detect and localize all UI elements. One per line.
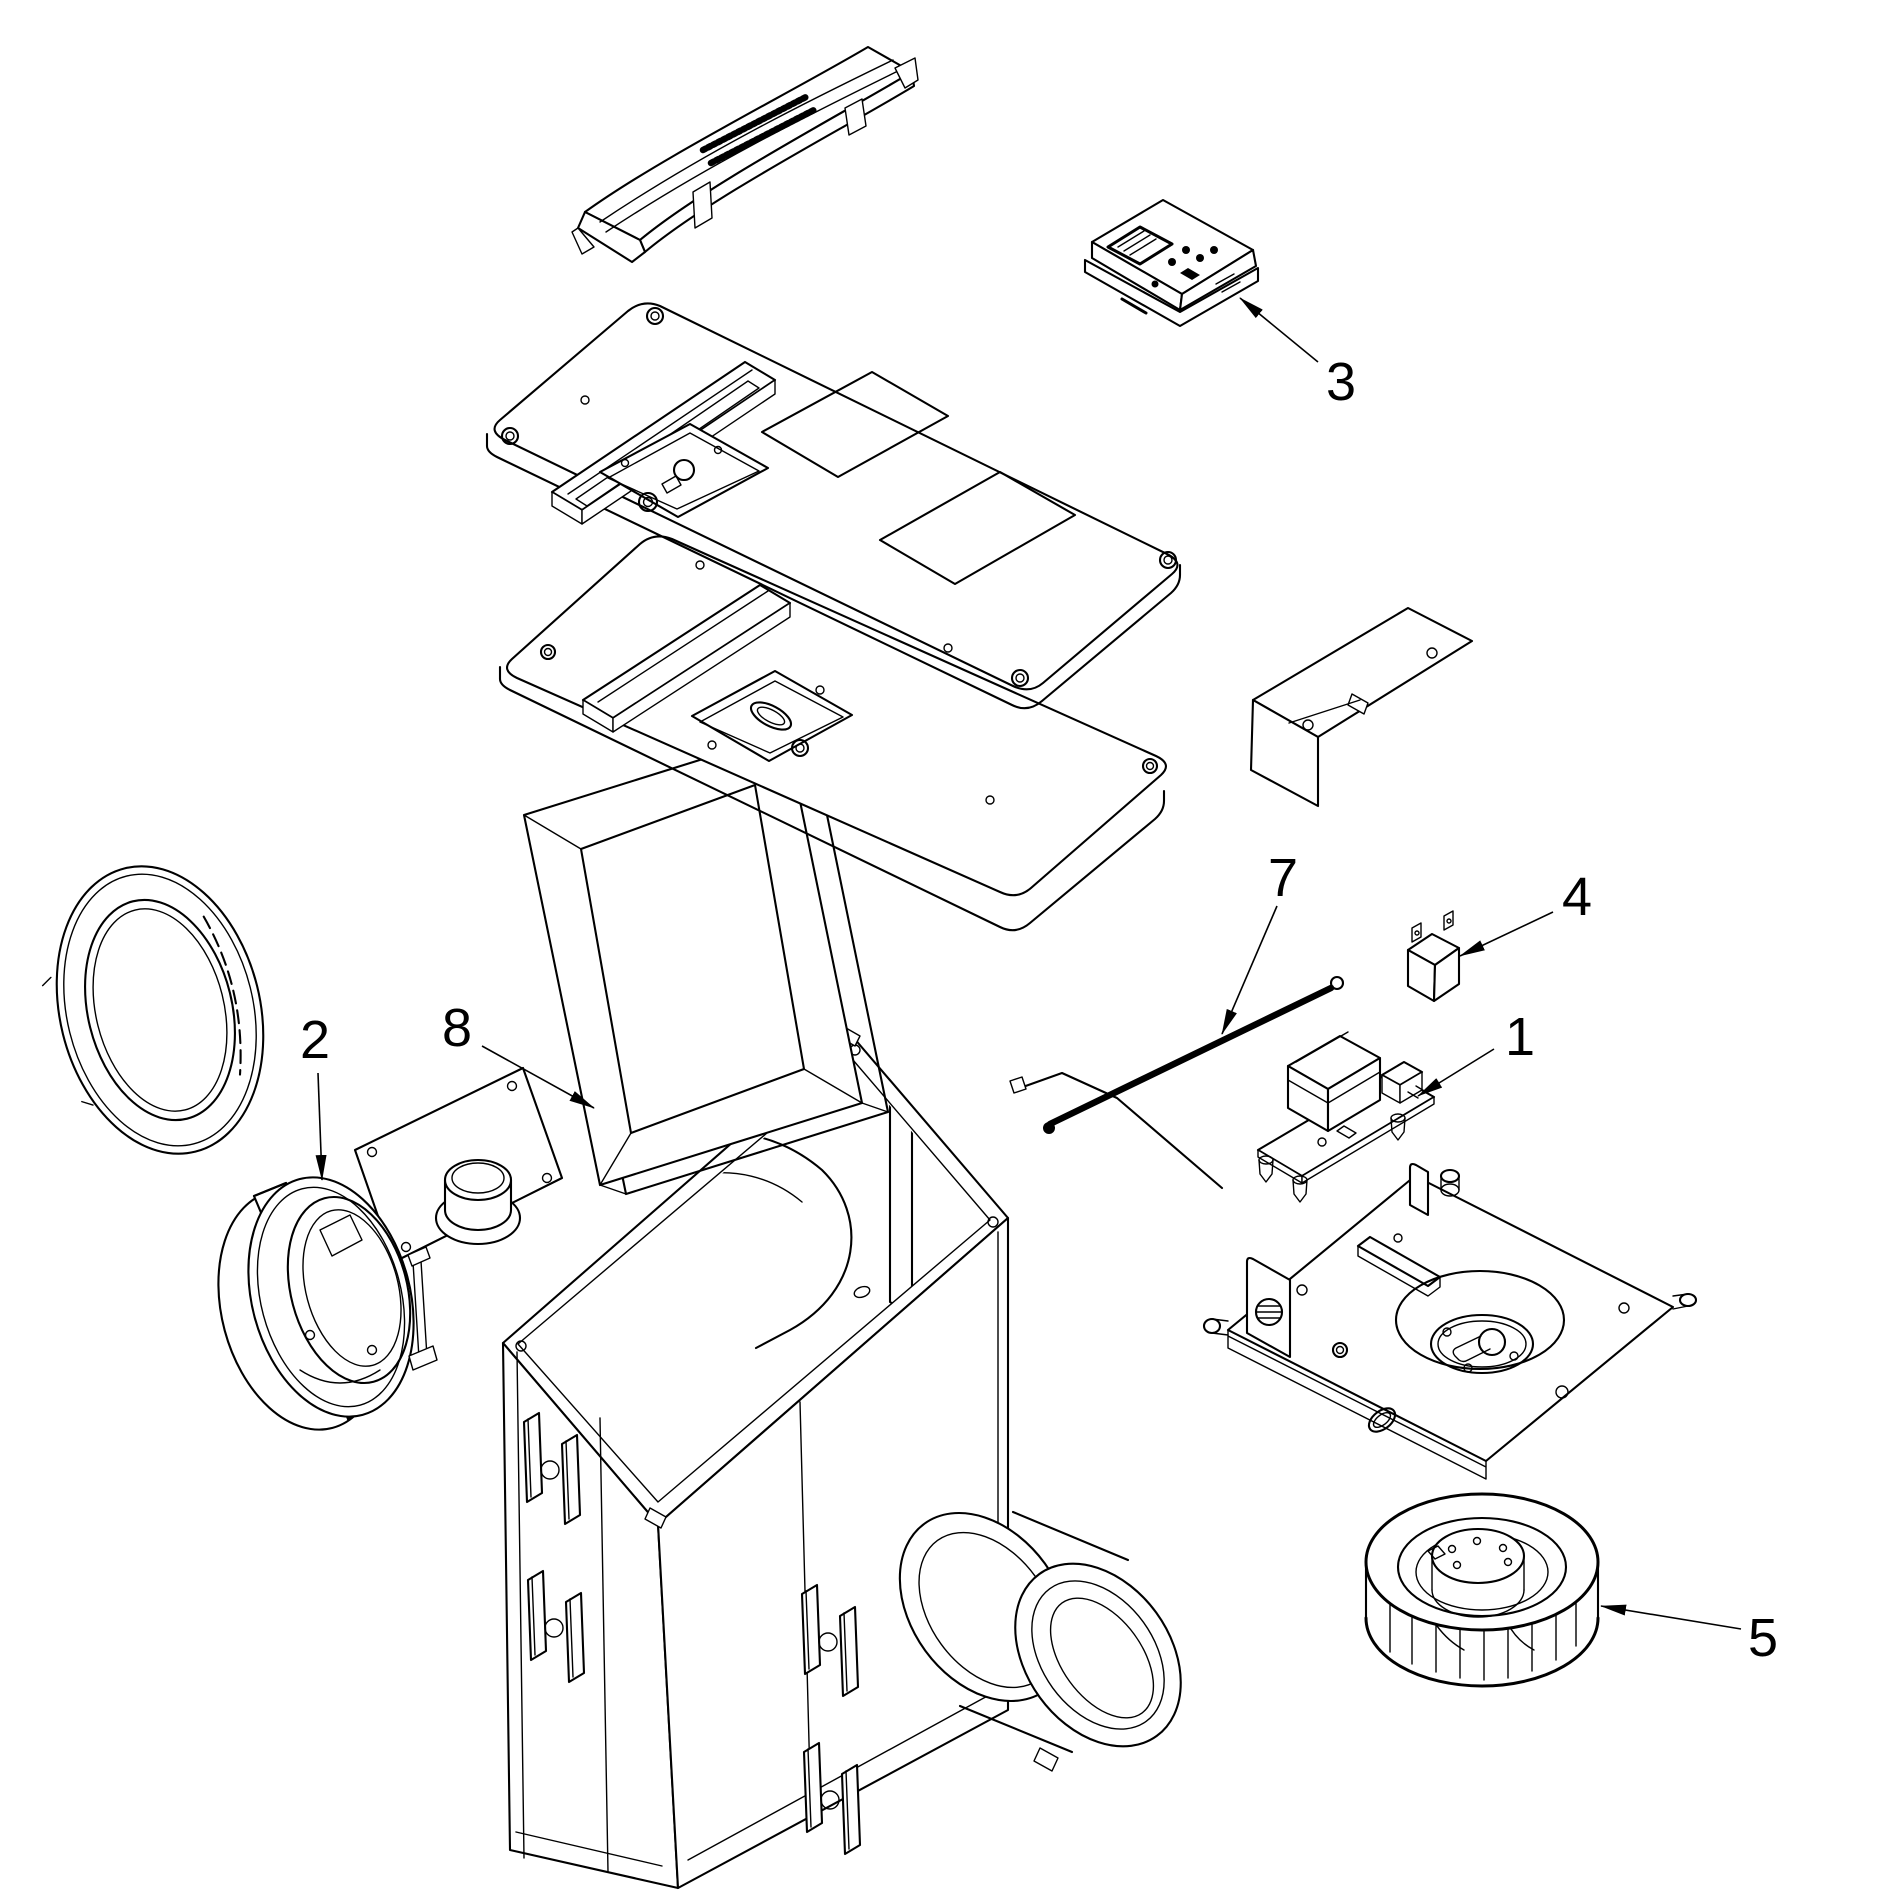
callouts: 1 2 3 4 5 7 8: [300, 297, 1778, 1668]
vent-grille: [571, 45, 919, 264]
motor-assembly: [217, 1066, 564, 1431]
top-cover-panel: [485, 302, 1182, 710]
housing-box: [501, 1027, 1182, 1890]
callout-5-label: 5: [1748, 1608, 1778, 1668]
blower-mounting-plate: [1202, 1162, 1698, 1480]
duct-ring-seal: [41, 865, 265, 1155]
blower-wheel: [1364, 1492, 1600, 1688]
callout-1-leader: [1417, 1048, 1495, 1097]
callout-5-leader: [1600, 1604, 1742, 1630]
callout-2-leader: [315, 1072, 327, 1181]
embossed-warning-marks: [699, 93, 810, 154]
mounting-bracket: [1249, 606, 1474, 808]
callout-2-label: 2: [300, 1010, 330, 1070]
callout-4-leader: [1459, 911, 1554, 957]
power-board: [1256, 1031, 1436, 1203]
insulation-panel: [498, 535, 1167, 932]
callout-4-label: 4: [1562, 867, 1592, 927]
sensor-wire: [1009, 975, 1345, 1190]
control-buttons: [1151, 246, 1218, 288]
callout-7-leader: [1221, 905, 1278, 1035]
board-standoffs: [1258, 1113, 1406, 1203]
wall-control: [1083, 198, 1260, 328]
motor-cap: [434, 1158, 522, 1246]
control-display: [1106, 225, 1174, 266]
callout-8-leader: [481, 1045, 595, 1109]
oval-duct-outlet: [898, 1510, 1182, 1772]
capacitor: [1406, 910, 1461, 1003]
callout-8-label: 8: [442, 998, 472, 1058]
callout-3-leader: [1239, 297, 1319, 363]
callout-7-label: 7: [1268, 848, 1298, 908]
callout-3-label: 3: [1326, 352, 1356, 412]
callout-1-label: 1: [1505, 1007, 1535, 1067]
embossed-warning-marks: [707, 106, 818, 167]
